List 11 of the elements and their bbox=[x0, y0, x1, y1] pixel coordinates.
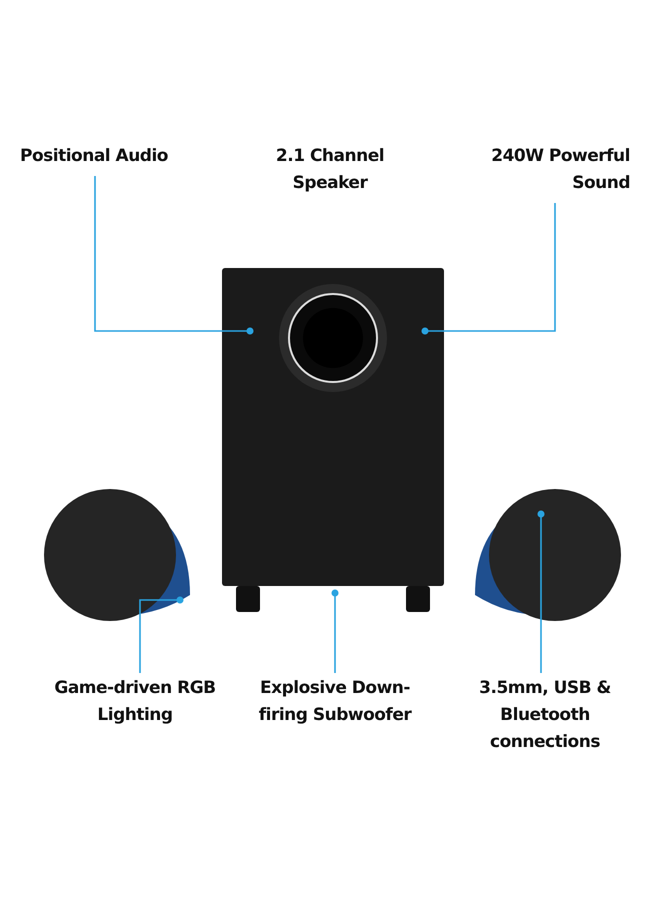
leader-line bbox=[538, 510, 544, 673]
leader-line bbox=[332, 590, 338, 673]
leader-line bbox=[422, 203, 556, 334]
leader-line bbox=[94, 176, 254, 334]
callout-text: Positional Audio bbox=[20, 145, 169, 168]
callout-text: 3.5mm, USB & Bluetooth connections bbox=[478, 677, 612, 754]
callout-text: Explosive Down-firing Subwoofer bbox=[258, 677, 413, 727]
callout-text: 240W Powerful Sound bbox=[490, 145, 630, 195]
callout-text: 2.1 Channel Speaker bbox=[274, 145, 386, 195]
callout-text: Game-driven RGB Lighting bbox=[53, 677, 217, 727]
leader-line bbox=[139, 596, 184, 673]
